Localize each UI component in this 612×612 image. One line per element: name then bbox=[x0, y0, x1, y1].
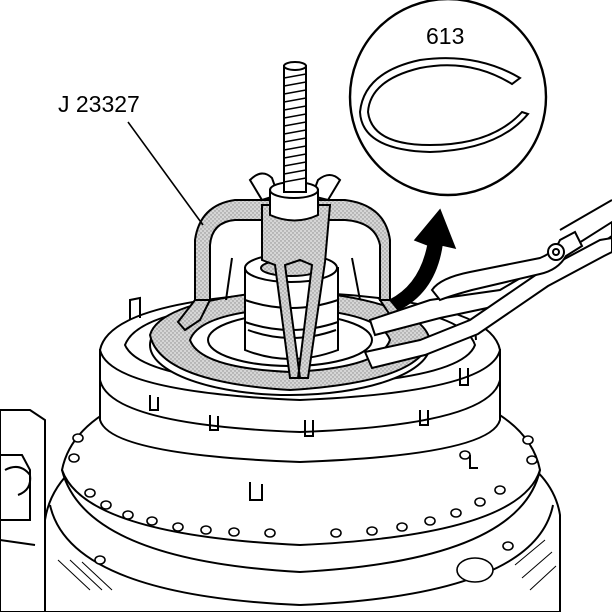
snap-ring-pliers bbox=[363, 199, 612, 370]
snap-ring-613 bbox=[358, 57, 530, 154]
threaded-rod bbox=[283, 61, 307, 193]
tool-leader-line bbox=[127, 121, 204, 226]
case-shading bbox=[57, 539, 557, 591]
detail-inset bbox=[348, 0, 548, 197]
tool-number-label: J 23327 bbox=[58, 91, 140, 117]
part-number-label: 613 bbox=[426, 23, 465, 49]
bolt-holes bbox=[68, 433, 538, 583]
removal-arrow bbox=[388, 208, 457, 311]
